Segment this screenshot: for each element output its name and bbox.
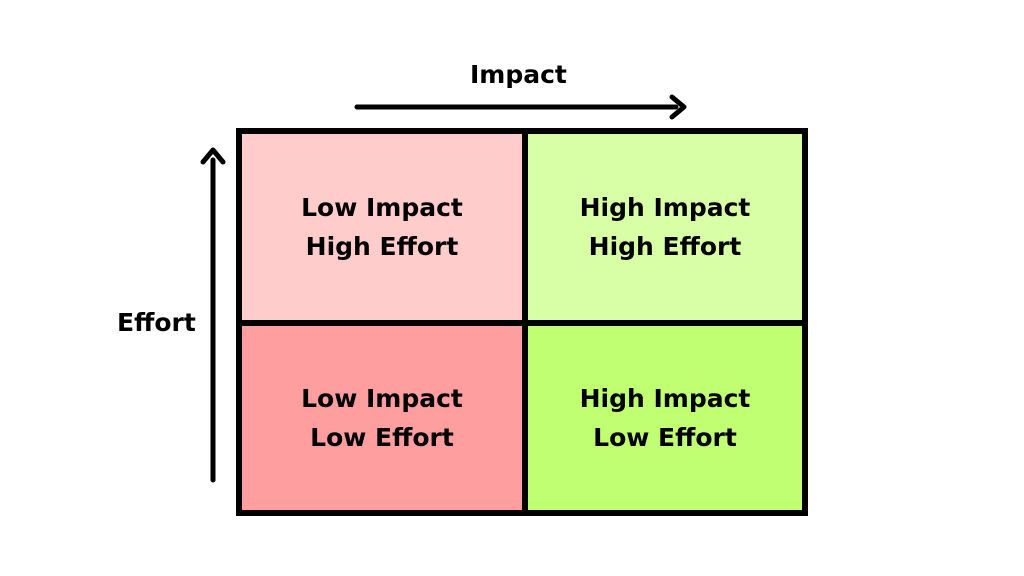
quadrant-line-2: High Effort	[305, 232, 459, 261]
quadrant-line-1: High Impact	[579, 193, 751, 222]
quadrant-line-1: Low Impact	[301, 193, 463, 222]
quadrant-high-impact-high-effort: High Impact High Effort	[528, 134, 802, 320]
quadrant-line-2: Low Effort	[593, 423, 737, 452]
quadrant-line-1: High Impact	[579, 384, 751, 413]
quadrant-line-1: Low Impact	[301, 384, 463, 413]
impact-axis-label: Impact	[470, 60, 567, 89]
impact-effort-matrix: Low Impact High Effort High Impact High …	[236, 128, 808, 516]
quadrant-line-2: Low Effort	[310, 423, 454, 452]
effort-arrow	[200, 147, 226, 483]
impact-arrow	[354, 94, 687, 120]
effort-axis-label: Effort	[117, 308, 196, 337]
quadrant-low-impact-low-effort: Low Impact Low Effort	[242, 326, 522, 510]
quadrant-high-impact-low-effort: High Impact Low Effort	[528, 326, 802, 510]
quadrant-low-impact-high-effort: Low Impact High Effort	[242, 134, 522, 320]
quadrant-line-2: High Effort	[588, 232, 742, 261]
